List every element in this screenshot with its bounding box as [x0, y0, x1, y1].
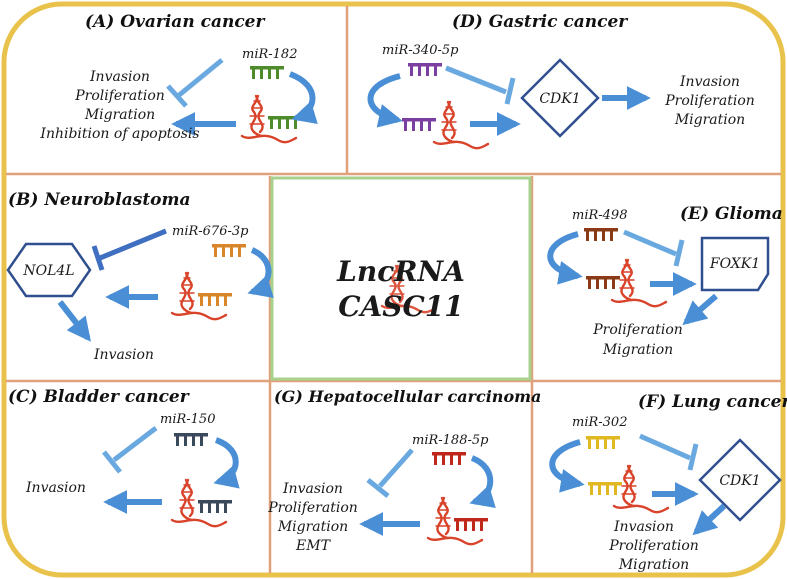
panel-c-mirna-label: miR-150	[160, 412, 215, 427]
panel-f-title: (F) Lung cancer	[638, 392, 787, 412]
panel-e-curve-arrow	[547, 231, 583, 285]
panel-b-outcome: Invasion	[93, 347, 154, 363]
panel-b-target-label: NOL4L	[22, 263, 74, 279]
panel-d-target-diamond	[520, 58, 600, 138]
panel-g-inhibit-bar	[366, 478, 390, 498]
panel-d-outcome-1: Invasion	[679, 74, 740, 90]
panel-a-outcome-3: Migration	[84, 107, 155, 123]
panel-g-inhibit-line	[378, 448, 414, 488]
panel-d-target-label: CDK1	[539, 91, 580, 107]
panel-g-outcome-3: Migration	[277, 519, 348, 535]
panel-b-title: (B) Neuroblastoma	[8, 190, 191, 210]
panel-c-inhibit-bar	[102, 450, 122, 474]
panel-a-inhibit-line	[176, 58, 224, 98]
panel-ovarian-cancer: (A) Ovarian cancer miR-182 Invasion Prol…	[39, 12, 318, 144]
panel-g-outcome-2: Proliferation	[267, 500, 358, 516]
panel-c-curve-arrow	[213, 437, 240, 489]
panel-d-title: (D) Gastric cancer	[452, 12, 628, 32]
panel-g-outcome-4: EMT	[295, 538, 332, 554]
panel-e-target-box	[700, 236, 770, 292]
panel-d-mirna-label: miR-340-5p	[382, 43, 459, 58]
panel-e-arrow-to-outcomes	[682, 293, 718, 326]
panel-c-inhibit-line	[112, 426, 158, 462]
panel-a-inhibit-bar	[166, 84, 188, 108]
panel-f-mirna-label: miR-302	[572, 415, 627, 430]
panel-d-inhibit-bar	[504, 77, 516, 105]
panel-a-outcome-2: Proliferation	[74, 88, 165, 104]
panel-b-mirna-label: miR-676-3p	[172, 224, 249, 239]
panel-e-mirna-label: miR-498	[572, 208, 627, 223]
panel-g-outcome-1: Invasion	[282, 481, 343, 497]
panel-b-inhibit-line	[99, 228, 167, 261]
center-lncrna: LncRNA CASC11	[336, 255, 465, 323]
panel-c-title: (C) Bladder cancer	[8, 387, 190, 407]
panel-e-target-label: FOXK1	[709, 256, 760, 272]
panel-glioma: (E) Glioma miR-498 FOXK1 Proliferation M…	[547, 204, 783, 358]
panel-g-curve-arrow	[469, 455, 496, 508]
panel-e-outcome-1: Proliferation	[592, 322, 683, 338]
panel-b-inhibit-bar	[91, 245, 105, 271]
panel-d-curve-arrow	[367, 73, 403, 128]
panel-hepatocellular-carcinoma: (G) Hepatocellular carcinoma miR-188-5p …	[267, 387, 541, 554]
center-line-1: LncRNA	[336, 255, 465, 288]
panel-f-target-diamond	[698, 438, 782, 522]
panel-a-mirna-label: miR-182	[242, 47, 297, 62]
panel-b-target-hexagon	[6, 242, 92, 298]
panel-e-title: (E) Glioma	[680, 204, 783, 224]
center-line-2: CASC11	[338, 290, 463, 323]
panel-g-title: (G) Hepatocellular carcinoma	[274, 387, 541, 406]
panel-f-outcome-3: Migration	[618, 557, 689, 573]
panel-e-outcome-2: Migration	[602, 342, 673, 358]
panel-d-outcome-3: Migration	[674, 112, 745, 128]
panel-f-inhibit-line	[638, 433, 692, 461]
panel-d-inhibit-line	[445, 65, 507, 95]
panel-e-inhibit-line	[623, 229, 677, 257]
panel-g-mirna-label: miR-188-5p	[412, 433, 489, 448]
panel-f-arrow-to-outcomes	[692, 503, 727, 536]
panel-d-outcome-2: Proliferation	[664, 93, 755, 109]
panel-f-outcome-1: Invasion	[613, 519, 674, 535]
panel-f-outcome-2: Proliferation	[608, 538, 699, 554]
panel-f-target-label: CDK1	[719, 473, 760, 489]
panel-gastric-cancer: (D) Gastric cancer miR-340-5p CDK1 Invas…	[367, 12, 755, 150]
panel-lung-cancer: (F) Lung cancer miR-302 CDK1 Invasion Pr…	[549, 392, 787, 573]
panel-f-curve-arrow	[549, 439, 585, 493]
panel-a-outcome-1: Invasion	[89, 69, 150, 85]
panel-a-curve-arrow	[288, 71, 318, 124]
panel-bladder-cancer: (C) Bladder cancer miR-150 Invasion	[8, 387, 240, 528]
panel-e-inhibit-bar	[673, 239, 685, 267]
panel-b-curve-arrow	[247, 247, 274, 298]
panel-neuroblastoma: (B) Neuroblastoma miR-676-3p NOL4L Invas…	[6, 190, 274, 363]
panel-a-outcome-4: Inhibition of apoptosis	[39, 126, 199, 142]
panel-b-arrow-to-outcome	[57, 300, 91, 342]
panel-a-title: (A) Ovarian cancer	[85, 12, 265, 32]
panel-c-outcome: Invasion	[25, 480, 86, 496]
panel-f-inhibit-bar	[687, 443, 699, 471]
